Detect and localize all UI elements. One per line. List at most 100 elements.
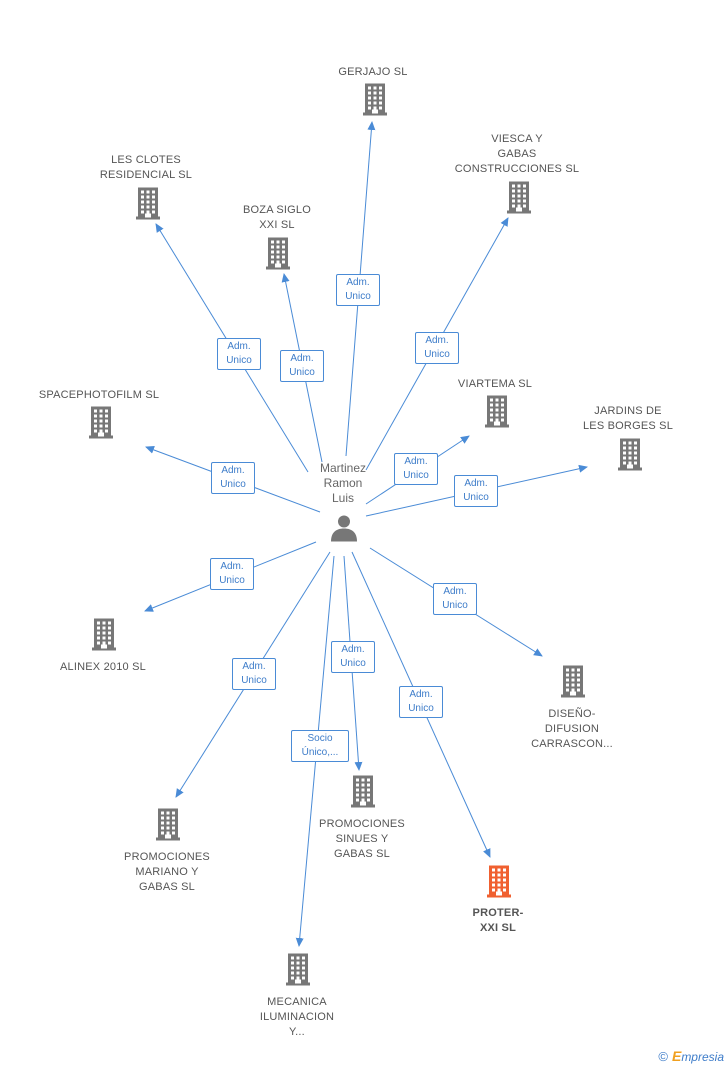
center-person-name[interactable]: Martinez Ramon Luis <box>320 461 366 506</box>
company-label[interactable]: PROMOCIONES MARIANO Y GABAS SL <box>124 850 210 895</box>
company-label-line: GABAS SL <box>138 881 195 893</box>
company-label[interactable]: GERJAJO SL <box>338 65 407 80</box>
company-label-line: RESIDENCIAL SL <box>99 169 193 181</box>
building-icon[interactable] <box>361 82 389 121</box>
relation-badge[interactable]: Adm. Unico <box>433 583 477 615</box>
relation-badge-line: Adm. <box>290 353 314 364</box>
building-icon[interactable] <box>505 180 533 219</box>
company-label[interactable]: VIARTEMA SL <box>458 377 532 392</box>
company-label-line: XXI SL <box>259 219 295 231</box>
company-label[interactable]: PROMOCIONES SINUES Y GABAS SL <box>319 817 405 862</box>
building-icon[interactable] <box>616 437 644 476</box>
relation-badge[interactable]: Adm. Unico <box>336 274 380 306</box>
relation-badge-line: Unico <box>220 479 246 490</box>
relation-badge-line: Adm. <box>227 341 251 352</box>
company-label-line: ILUMINACION <box>259 1011 335 1023</box>
relation-badge-line: Unico <box>463 492 489 503</box>
brand-footer[interactable]: ©Empresia <box>658 1048 724 1064</box>
company-label[interactable]: PROTER- XXI SL <box>473 906 524 936</box>
company-label-line: DISEÑO- <box>548 708 596 720</box>
company-label-line: MECANICA <box>267 996 327 1008</box>
building-icon[interactable] <box>559 664 587 703</box>
relation-badge-line: Unico <box>408 703 434 714</box>
company-label-line: GERJAJO SL <box>338 66 408 78</box>
relation-badge-line: Adm. <box>221 465 245 476</box>
company-label[interactable]: ALINEX 2010 SL <box>60 660 146 675</box>
building-icon[interactable] <box>90 617 118 656</box>
company-label-line: ALINEX 2010 SL <box>60 661 146 673</box>
company-label[interactable]: LES CLOTES RESIDENCIAL SL <box>100 153 192 183</box>
company-label-line: JARDINS DE <box>594 405 662 417</box>
relation-badge-line: Único,... <box>301 747 339 758</box>
relation-badge[interactable]: Adm. Unico <box>217 338 261 370</box>
company-label[interactable]: VIESCA Y GABAS CONSTRUCCIONES SL <box>455 132 579 177</box>
company-label-line: Y... <box>289 1026 305 1038</box>
company-label-line: GABAS <box>497 148 537 160</box>
building-icon[interactable] <box>154 807 182 846</box>
company-label-line: CONSTRUCCIONES SL <box>454 163 580 175</box>
building-icon[interactable] <box>87 405 115 444</box>
building-icon[interactable] <box>349 774 377 813</box>
person-icon[interactable] <box>329 513 359 548</box>
company-label[interactable]: SPACEPHOTOFILM SL <box>39 388 159 403</box>
relation-badge-line: Adm. <box>409 689 433 700</box>
building-icon[interactable] <box>485 864 513 903</box>
company-label-line: PROMOCIONES <box>319 818 405 830</box>
relation-badge-line: Unico <box>340 658 366 669</box>
center-name-line: Ramon <box>323 476 363 490</box>
relation-badge-line: Adm. <box>443 586 467 597</box>
relation-badge[interactable]: Adm. Unico <box>232 658 276 690</box>
relation-badge-line: Unico <box>345 291 371 302</box>
company-label-line: GABAS SL <box>333 848 390 860</box>
building-icon[interactable] <box>134 186 162 225</box>
company-label[interactable]: MECANICA ILUMINACION Y... <box>260 995 334 1040</box>
center-name-line: Luis <box>331 491 355 505</box>
relation-badge[interactable]: Adm. Unico <box>415 332 459 364</box>
company-label-line: CARRASCON... <box>531 738 613 750</box>
relation-badge[interactable]: Adm. Unico <box>394 453 438 485</box>
relation-badge-line: Unico <box>289 367 315 378</box>
relation-badge[interactable]: Adm. Unico <box>331 641 375 673</box>
relation-badge[interactable]: Adm. Unico <box>210 558 254 590</box>
relation-badge-line: Adm. <box>464 478 488 489</box>
relation-badge[interactable]: Adm. Unico <box>399 686 443 718</box>
brand-initial: E <box>671 1048 682 1064</box>
relation-badge-line: Unico <box>226 355 252 366</box>
relation-badge[interactable]: Adm. Unico <box>211 462 255 494</box>
relation-badge-line: Adm. <box>242 661 266 672</box>
relation-badge-line: Unico <box>442 600 468 611</box>
relation-badge-line: Adm. <box>220 561 244 572</box>
company-label-line: SINUES Y <box>335 833 389 845</box>
relation-badge[interactable]: Adm. Unico <box>454 475 498 507</box>
company-label-line: PROTER- <box>472 907 524 919</box>
company-label-line: XXI SL <box>479 922 517 934</box>
company-label[interactable]: BOZA SIGLO XXI SL <box>243 203 311 233</box>
center-name-line: Martinez <box>319 461 367 475</box>
brand-name: mpresia <box>681 1050 724 1064</box>
relation-badge-line: Adm. <box>404 456 428 467</box>
relation-badge-line: Adm. <box>341 644 365 655</box>
relation-badge[interactable]: Adm. Unico <box>280 350 324 382</box>
company-label-line: BOZA SIGLO <box>242 204 312 216</box>
relation-badge-line: Adm. <box>425 335 449 346</box>
building-icon[interactable] <box>264 236 292 275</box>
company-label-line: LES CLOTES <box>111 154 181 166</box>
company-label-line: MARIANO Y <box>135 866 199 878</box>
relation-badge-line: Unico <box>403 470 429 481</box>
relation-badge-line: Unico <box>219 575 245 586</box>
building-icon[interactable] <box>483 394 511 433</box>
company-label-line: VIESCA Y <box>491 133 543 145</box>
building-icon[interactable] <box>284 952 312 991</box>
relation-badge-line: Unico <box>241 675 267 686</box>
relation-badge-line: Socio <box>307 733 333 744</box>
company-label[interactable]: DISEÑO- DIFUSION CARRASCON... <box>531 707 613 752</box>
company-label-line: VIARTEMA SL <box>457 378 533 390</box>
copyright-icon: © <box>658 1049 668 1064</box>
relation-badge-line: Unico <box>424 349 450 360</box>
company-label-line: SPACEPHOTOFILM SL <box>38 389 160 401</box>
company-label-line: DIFUSION <box>544 723 600 735</box>
relation-badge-line: Adm. <box>346 277 370 288</box>
company-label-line: PROMOCIONES <box>124 851 210 863</box>
